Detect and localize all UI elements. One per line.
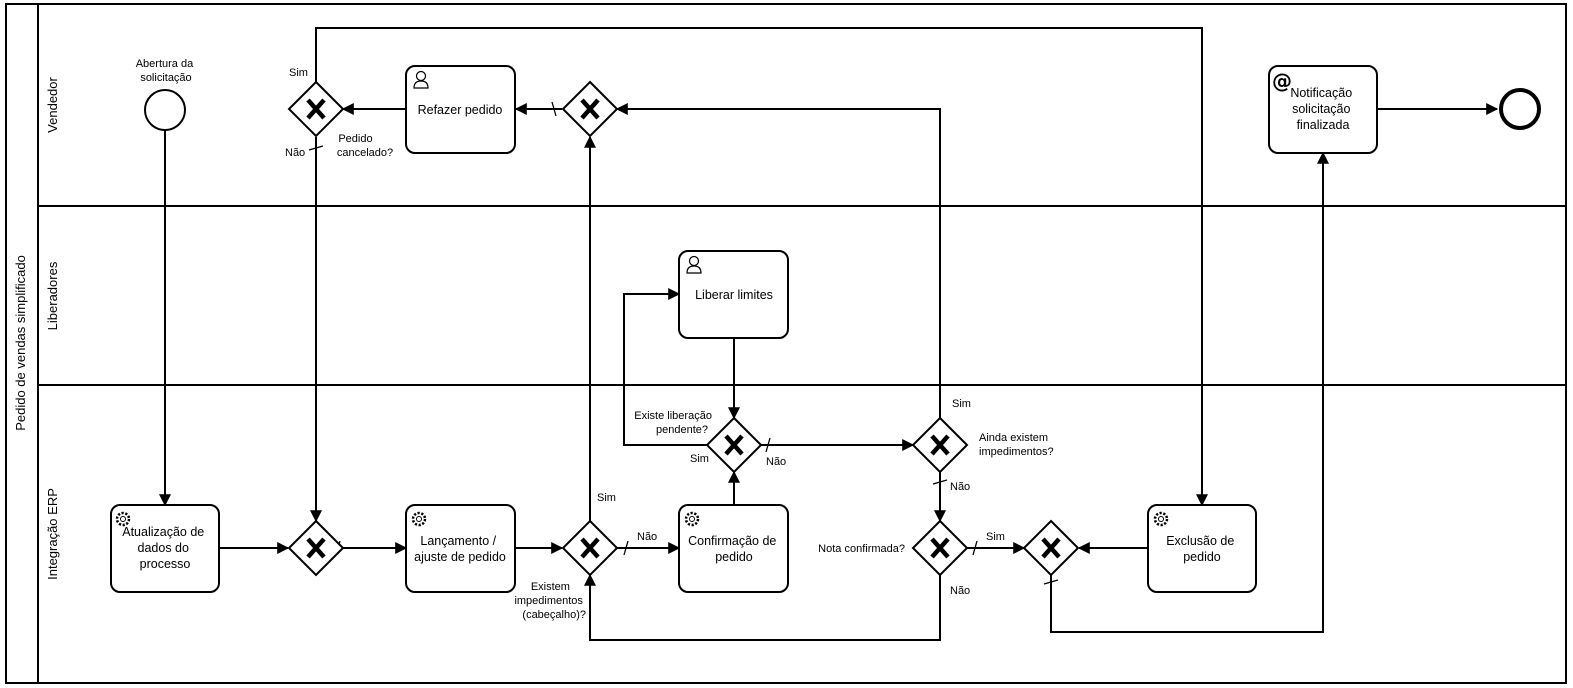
flow-label-sim: Sim [690,453,709,465]
default-marker [308,145,324,151]
gear-icon [1153,511,1169,527]
flow-label-sim: Sim [986,531,1005,543]
task-confirmacao: Confirmação de pedido [678,504,789,593]
gateway-final [1022,519,1080,577]
gateway-cancelado [287,80,345,138]
flow-liberacao-to-liberar [623,288,707,446]
flow-label-sim: Sim [952,398,971,410]
gateway-label-impedimentos: Existem impedimentos (cabeçalho)? [514,581,586,621]
flow-label-sim: Sim [289,67,308,79]
flow-label-nao: Não [950,585,970,597]
flow-final-to-notificacao [1050,151,1329,633]
gateway-impedimentos-cabecalho [561,519,619,577]
task-label: Liberar limites [695,288,773,302]
task-label: Refazer pedido [418,103,503,117]
lane-label-liberadores: Liberadores [45,261,60,330]
default-marker [551,101,557,117]
sequence-flows [159,27,1499,641]
flow-label-nao: Não [766,456,786,468]
gateway-label-liberacao: Existe liberação pendente? [634,410,715,436]
at-icon: @ [1272,69,1292,93]
default-marker [972,540,978,556]
lane-label-vendedor: Vendedor [45,77,60,133]
task-liberar-limites: Liberar limites [678,250,789,339]
default-marker [932,479,948,485]
lane-label-erp: Integração ERP [45,488,60,580]
flow-label-sim: Sim [597,492,616,504]
gear-icon [115,511,131,527]
task-label: Lançamento / ajuste de pedido [414,534,506,564]
gear-icon [684,511,700,527]
flow-nota-to-impedimentos [584,573,941,641]
start-event-label: Abertura da solicitação [136,58,197,84]
task-notificacao: @ Notificação solicitação finalizada [1268,65,1378,154]
flow-ainda-to-gwtop [615,103,941,418]
gateway-label-ainda: Ainda existem impedimentos? [979,432,1054,458]
gear-icon [411,511,427,527]
task-atualizacao: Atualização de dados do processo [110,504,220,593]
gateway-join [287,519,345,577]
flow-cancelado-to-exclusao [315,27,1208,507]
gateway-top [561,80,619,138]
default-marker [765,437,771,453]
gateway-ainda [911,416,969,474]
task-label: Atualização de dados do processo [122,525,208,571]
default-marker [1043,579,1059,585]
gateway-label-nota: Nota confirmada? [818,543,905,555]
task-label: Confirmação de pedido [688,534,780,564]
task-lancamento: Lançamento / ajuste de pedido [405,504,516,593]
gateway-nota [911,519,969,577]
task-refazer-pedido: Refazer pedido [405,65,516,154]
task-label: Notificação solicitação finalizada [1290,86,1355,132]
flow-label-nao: Não [950,481,970,493]
default-marker [623,540,629,556]
flow-label-nao: Não [637,531,657,543]
user-icon [686,255,702,274]
start-event: Abertura da solicitação [136,58,197,131]
pool-label: Pedido de vendas simplificado [13,255,28,431]
gateway-label-cancelado: Pedido cancelado? [337,133,393,159]
task-exclusao: Exclusão de pedido [1147,504,1257,593]
task-label: Exclusão de pedido [1166,534,1238,564]
end-event [1499,88,1541,130]
user-icon [413,70,429,89]
gateway-liberacao [705,416,763,474]
flow-label-nao: Não [285,147,305,159]
